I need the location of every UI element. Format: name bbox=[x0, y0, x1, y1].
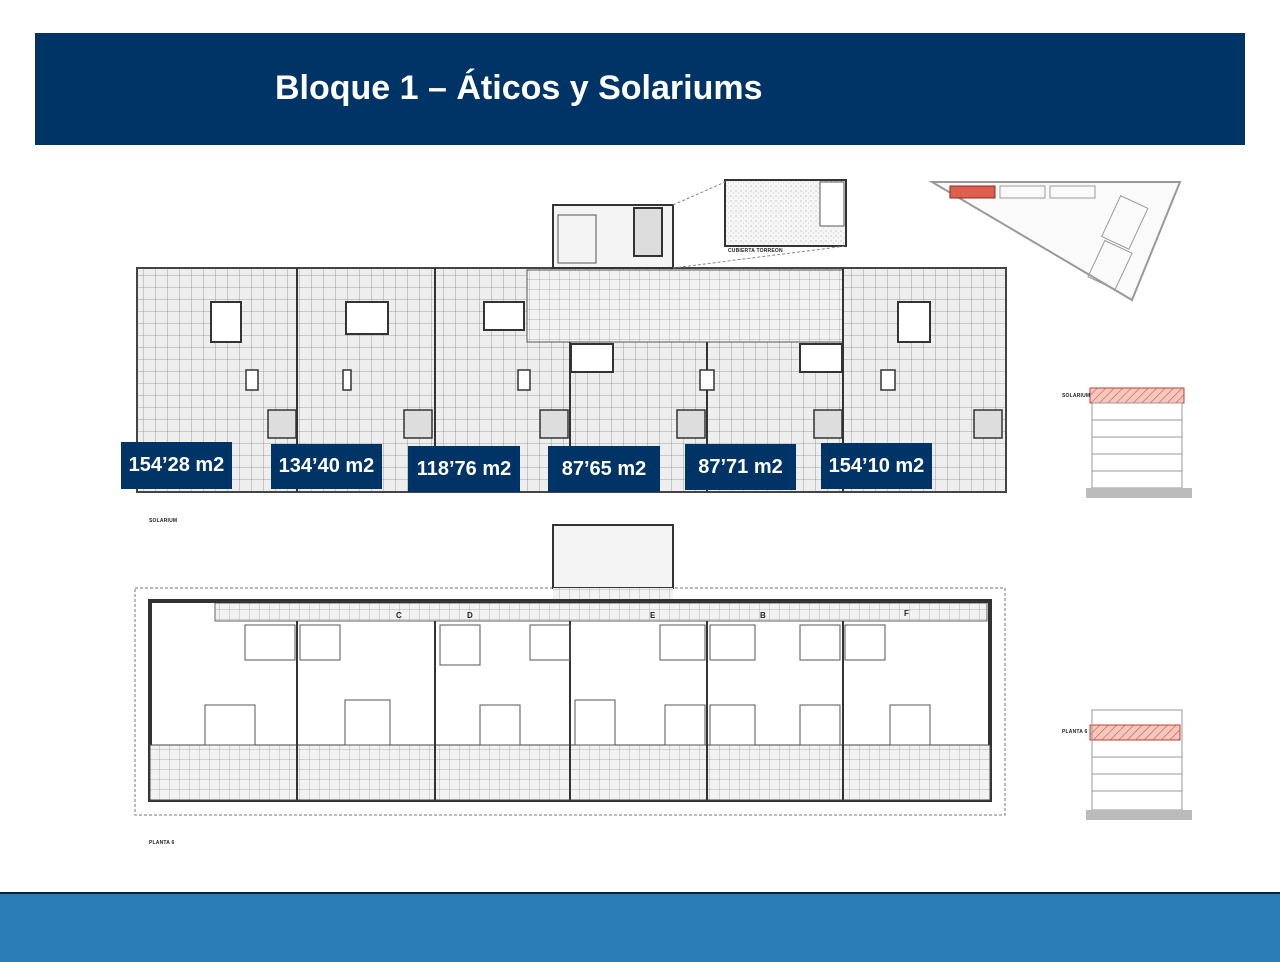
grid-letter: B bbox=[760, 611, 766, 620]
cubierta-label: CUBIERTA TORREON bbox=[728, 248, 783, 254]
section-planta-label: PLANTA 6 bbox=[1062, 729, 1088, 735]
area-label: 154’10 m2 bbox=[821, 443, 932, 489]
section-planta-6 bbox=[1086, 709, 1192, 820]
site-location-map bbox=[928, 181, 1182, 302]
page-title: Bloque 1 – Áticos y Solariums bbox=[275, 69, 763, 107]
area-label: 118’76 m2 bbox=[408, 446, 520, 492]
area-label: 87’71 m2 bbox=[685, 444, 796, 490]
grid-letter: F bbox=[904, 609, 910, 618]
area-label: 87’65 m2 bbox=[548, 446, 660, 492]
planta-6-plan bbox=[134, 524, 1006, 816]
section-solarium bbox=[1086, 387, 1192, 498]
section-solarium-label: SOLARIUM bbox=[1062, 393, 1091, 399]
area-label: 154’28 m2 bbox=[121, 442, 232, 489]
grid-letter: D bbox=[467, 611, 473, 620]
grid-letter: E bbox=[650, 611, 656, 620]
planta-label: PLANTA 6 bbox=[149, 840, 175, 846]
footer-bar bbox=[0, 892, 1280, 962]
title-banner: Bloque 1 – Áticos y Solariums bbox=[35, 33, 1245, 145]
area-label: 134’40 m2 bbox=[271, 444, 382, 489]
grid-letter: C bbox=[396, 611, 402, 620]
solarium-label: SOLARIUM bbox=[149, 518, 178, 524]
